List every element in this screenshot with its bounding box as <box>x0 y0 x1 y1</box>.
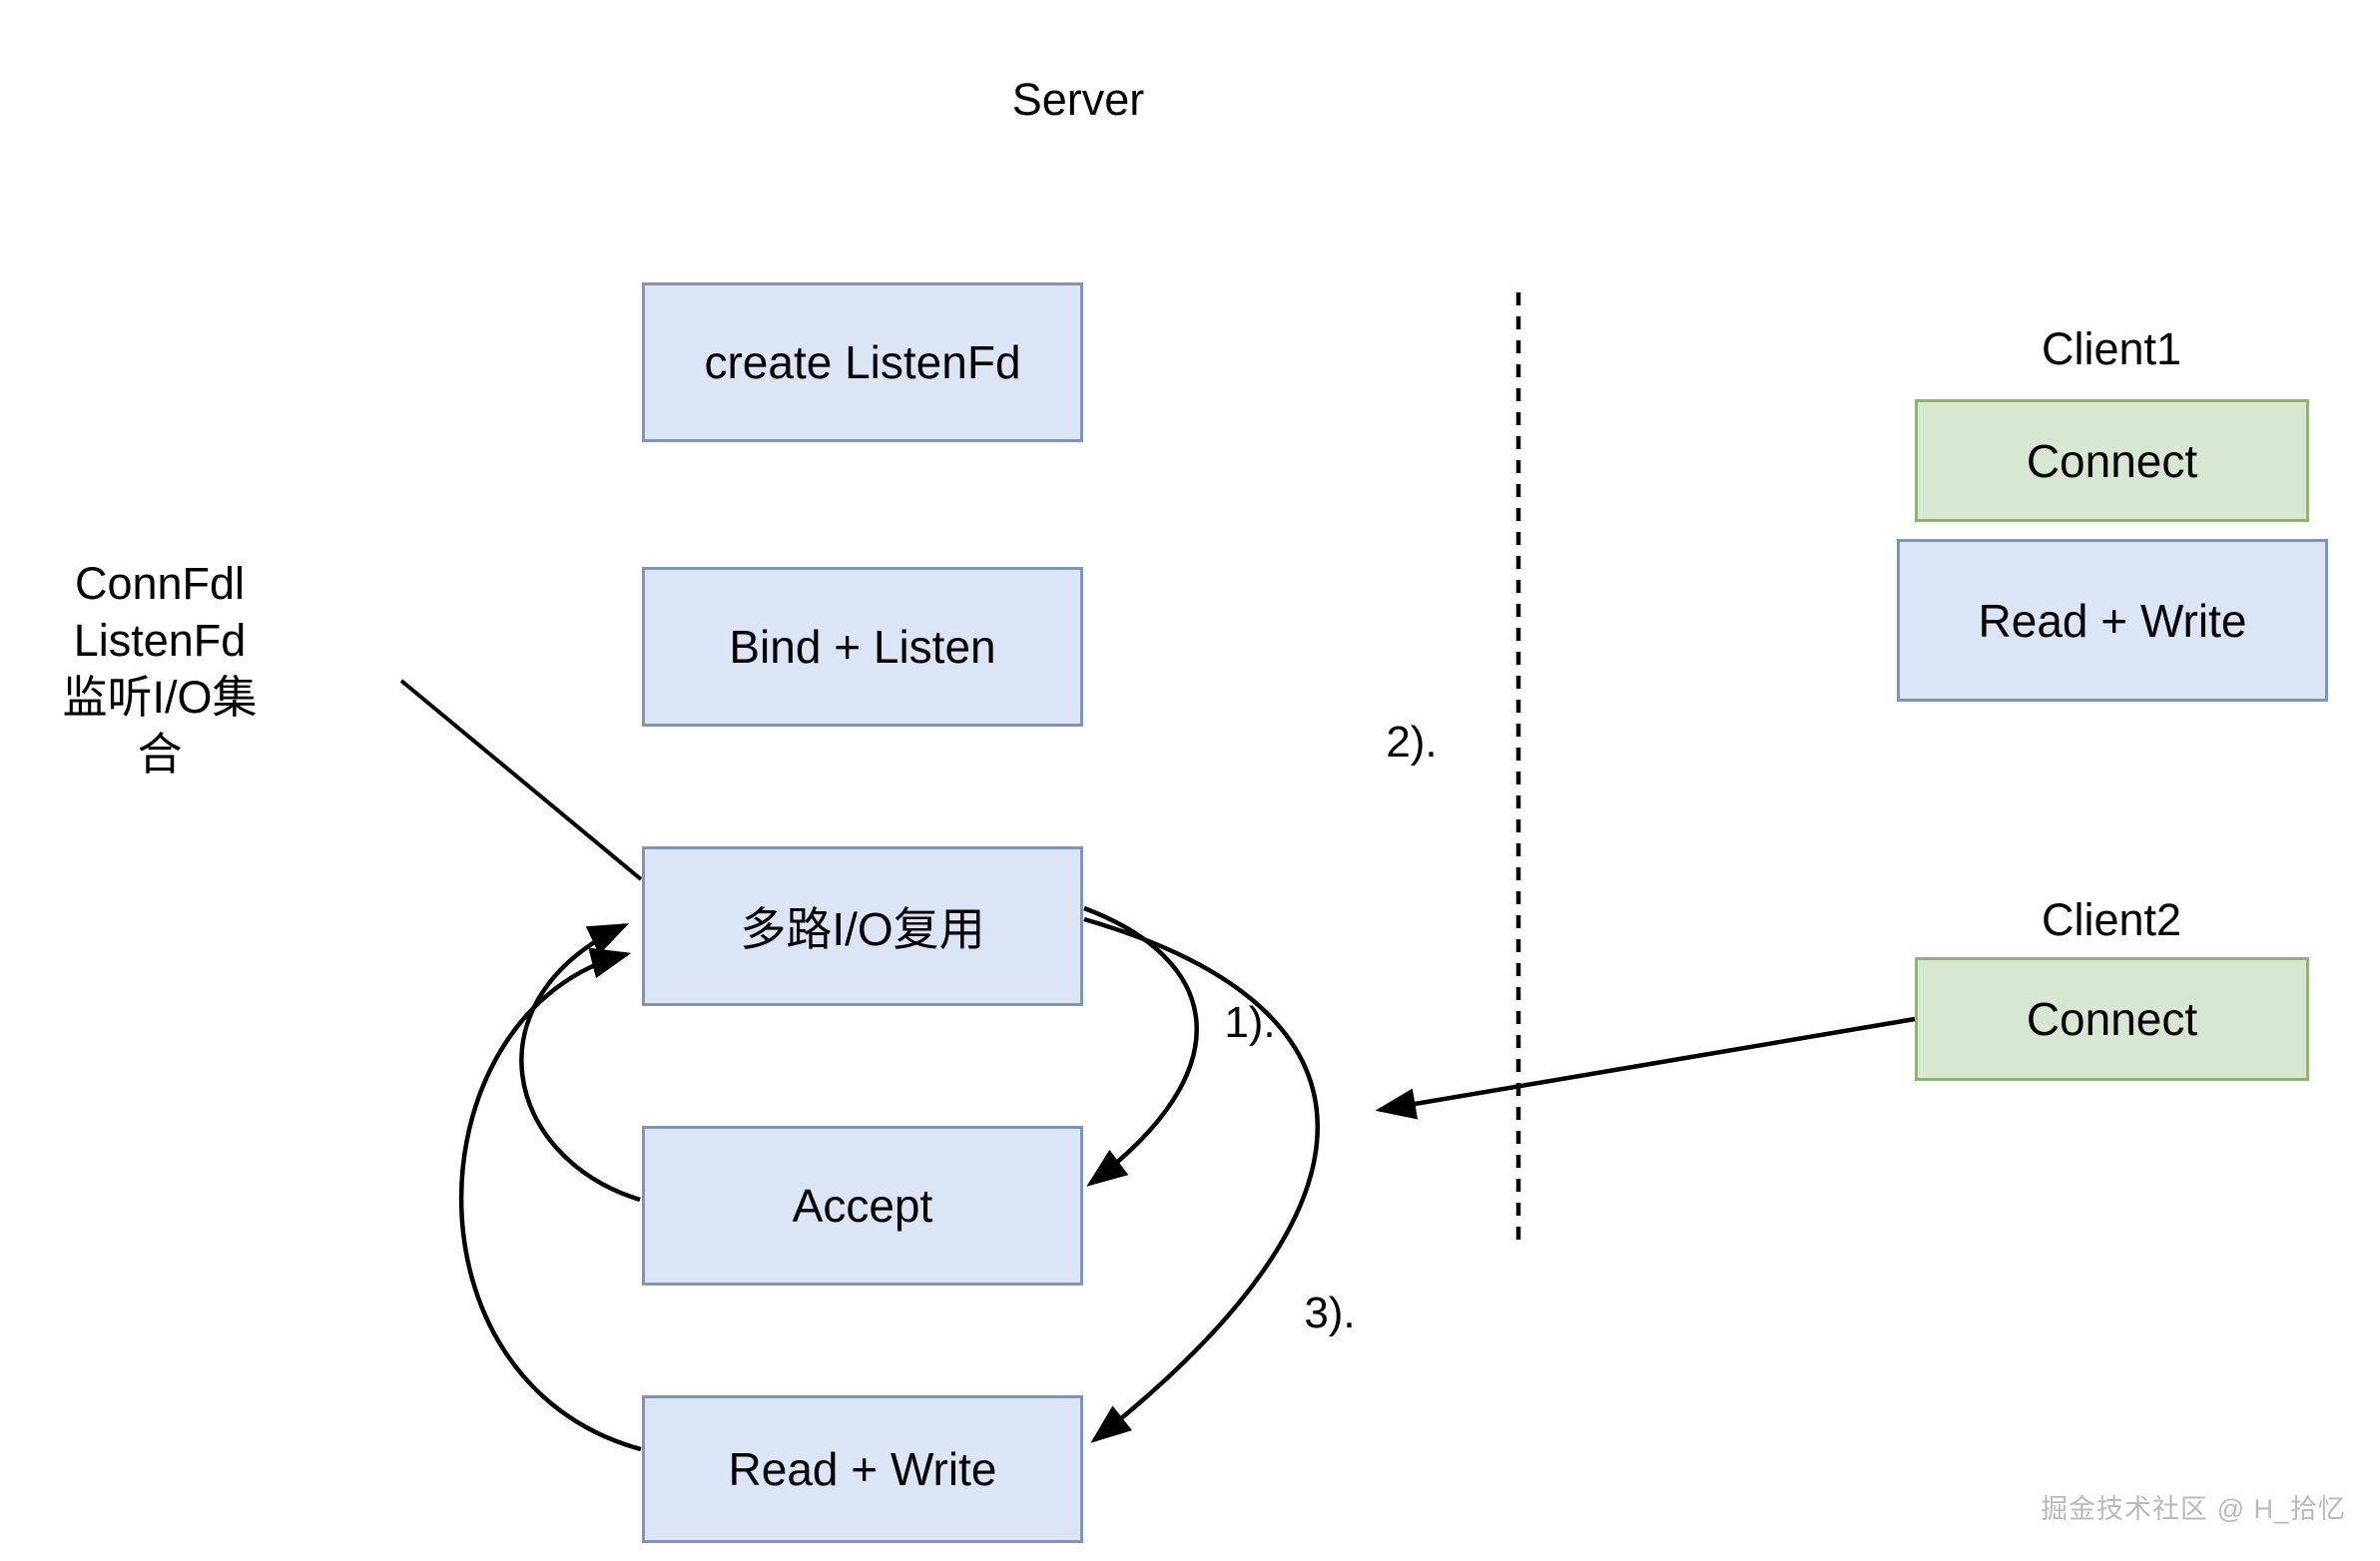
edge-note-to-multiplex-line <box>399 679 643 881</box>
server-box-io-multiplex-label: 多路I/O复用 <box>740 903 985 955</box>
step-label-1: 1). <box>1224 998 1276 1047</box>
client2-connect-label: Connect <box>2026 993 2198 1045</box>
client1-read-write-label: Read + Write <box>1978 594 2247 647</box>
edge-client2-connect-to-multiplex-arrow <box>1375 1016 1916 1120</box>
client1-title: Client1 <box>2041 323 2182 374</box>
server-box-create-listenfd: create ListenFd <box>642 282 1083 442</box>
server-box-read-write: Read + Write <box>642 1395 1083 1543</box>
client2-connect-box: Connect <box>1915 957 2309 1081</box>
server-box-create-listenfd-label: create ListenFd <box>704 336 1021 388</box>
server-box-bind-listen-label: Bind + Listen <box>729 621 996 673</box>
side-note-line: ConnFdl <box>74 558 246 609</box>
edge-accept-to-multiplex-arrow <box>519 922 641 1203</box>
server-box-accept: Accept <box>642 1126 1083 1286</box>
side-note: ConnFdl ListenFd 监听I/O集 合 <box>15 555 304 782</box>
server-box-io-multiplex: 多路I/O复用 <box>642 846 1083 1006</box>
server-box-accept-label: Accept <box>792 1180 933 1232</box>
server-title: Server <box>1011 74 1145 125</box>
edge-readwrite-to-multiplex-arrow <box>458 947 642 1452</box>
side-note-line: 合 <box>137 729 183 780</box>
step-label-2: 2). <box>1386 718 1438 767</box>
client1-connect-label: Connect <box>2026 434 2198 487</box>
server-box-read-write-label: Read + Write <box>728 1443 997 1495</box>
server-box-bind-listen: Bind + Listen <box>642 567 1083 727</box>
side-note-line: ListenFd <box>73 615 247 666</box>
watermark: 掘金技术社区 @ H_拾忆 <box>2041 1494 2346 1524</box>
edge-multiplex-to-accept-arrow <box>1083 905 1199 1187</box>
side-note-line: 监听I/O集 <box>62 672 258 723</box>
step-label-3: 3). <box>1304 1289 1356 1337</box>
client1-read-write-box: Read + Write <box>1897 539 2328 702</box>
client1-connect-box: Connect <box>1915 399 2309 522</box>
client2-title: Client2 <box>2041 894 2182 945</box>
